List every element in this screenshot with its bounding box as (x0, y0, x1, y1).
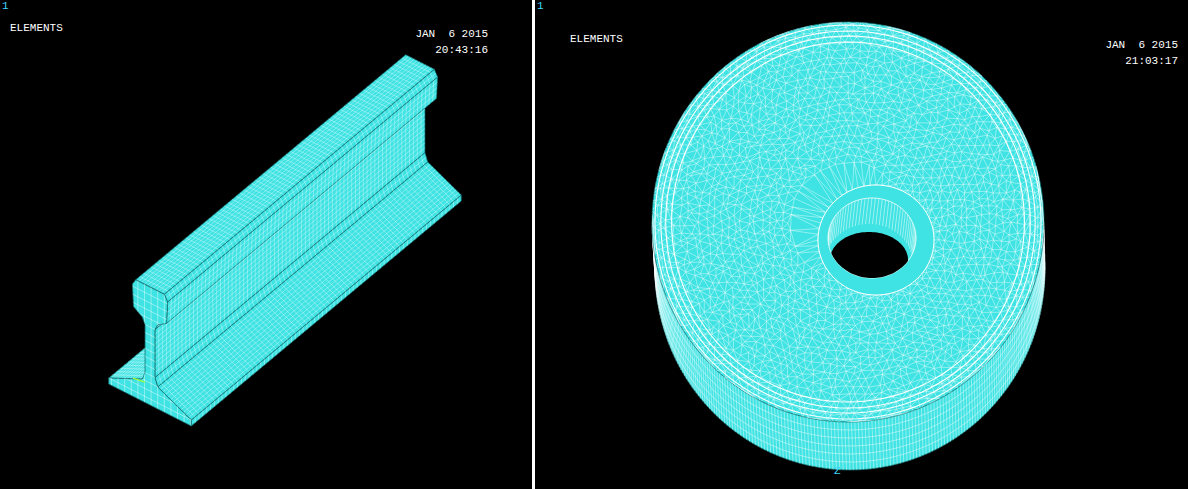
plot-title: ELEMENTS (570, 34, 623, 45)
rail-surface (167, 77, 438, 323)
window-number: 1 (2, 1, 9, 12)
rail-face (164, 69, 437, 302)
wheel-mesh (651, 21, 1045, 470)
rim-ring (655, 25, 1041, 419)
mesh-lines (167, 80, 438, 320)
mesh-lines (651, 21, 1044, 423)
mesh-lines (106, 265, 194, 425)
mesh-lines (166, 72, 436, 298)
rail-mesh (106, 55, 461, 426)
bore-hole (830, 232, 908, 288)
window-number: 1 (537, 1, 544, 12)
rail-face (136, 55, 435, 295)
hub-boss (818, 185, 934, 295)
panel-divider (532, 0, 535, 489)
rim-ring (672, 42, 1025, 402)
axis-label: Z (834, 466, 841, 477)
rail-face (167, 77, 438, 323)
plot-date: JAN 6 2015 (1105, 40, 1178, 51)
rail-surface (136, 55, 435, 295)
rim-ring (661, 31, 1035, 413)
rail-section (109, 280, 192, 426)
plot-time: 21:03:17 (1125, 56, 1178, 67)
plot-time: 20:43:16 (435, 45, 488, 56)
plot-date: JAN 6 2015 (415, 29, 488, 40)
rail-end-face (106, 265, 194, 426)
rail-surface (164, 69, 437, 302)
plot-title: ELEMENTS (10, 23, 63, 34)
marker (133, 378, 145, 382)
mesh-lines (139, 56, 432, 293)
rim-ring (666, 36, 1031, 408)
